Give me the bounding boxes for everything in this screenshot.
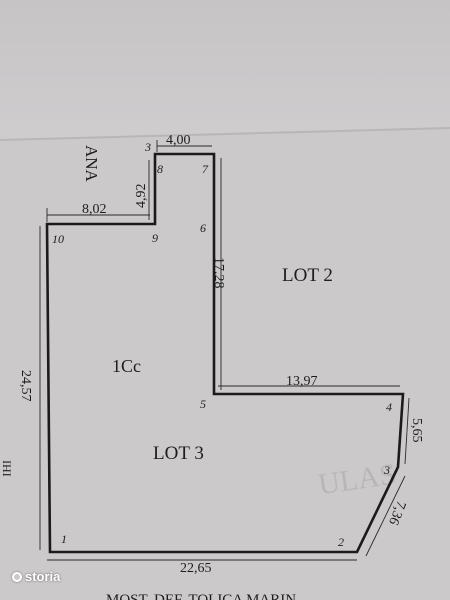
dim-22-65: 22,65 (180, 561, 212, 576)
dimension-lines (39, 140, 410, 561)
vertex-5: 5 (200, 397, 206, 411)
paper-sheet (0, 128, 450, 600)
dim-5-65: 5,65 (409, 418, 424, 443)
vertex-1: 1 (61, 532, 67, 546)
dim-4-92: 4,92 (134, 184, 149, 209)
cadastral-label: 1Cc (112, 356, 141, 376)
storia-logo-icon (12, 571, 22, 582)
dim-top: 4,00 (166, 133, 191, 148)
dim-13-97: 13,97 (286, 374, 318, 389)
bottom-caption: MOST. DEF. TOLICA MARIN (106, 592, 296, 600)
vertex-4: 4 (386, 400, 392, 414)
dim-17-28: 17,28 (211, 257, 226, 289)
paper-edge-shadow (0, 127, 450, 141)
storia-watermark: storia (12, 569, 60, 584)
background-sheet (0, 0, 450, 150)
vertex-labels: 3 8 7 6 9 10 5 4 3 2 1 (52, 140, 392, 549)
vertex-9: 9 (152, 231, 158, 245)
vertex-6: 6 (200, 221, 206, 235)
vertex-2: 2 (338, 535, 344, 549)
vertex-3-right: 3 (383, 463, 390, 477)
dim-8-02: 8,02 (82, 202, 107, 217)
vertex-7: 7 (202, 162, 209, 176)
street-name-fragment: ANA (82, 145, 101, 183)
lot-2-label: LOT 2 (282, 265, 333, 286)
dimension-values: 4,00 4,92 8,02 17,28 13,97 5,65 7,36 22,… (18, 133, 424, 576)
storia-brand: storia (25, 569, 61, 584)
lot-3-label: LOT 3 (153, 443, 204, 464)
vertex-10: 10 (52, 232, 64, 246)
vertex-3-top: 3 (144, 140, 151, 154)
dim-24-57: 24,57 (18, 370, 33, 402)
vertex-8: 8 (157, 162, 163, 176)
left-edge-text: IHI (0, 460, 14, 477)
parcel-outline (45, 152, 405, 554)
